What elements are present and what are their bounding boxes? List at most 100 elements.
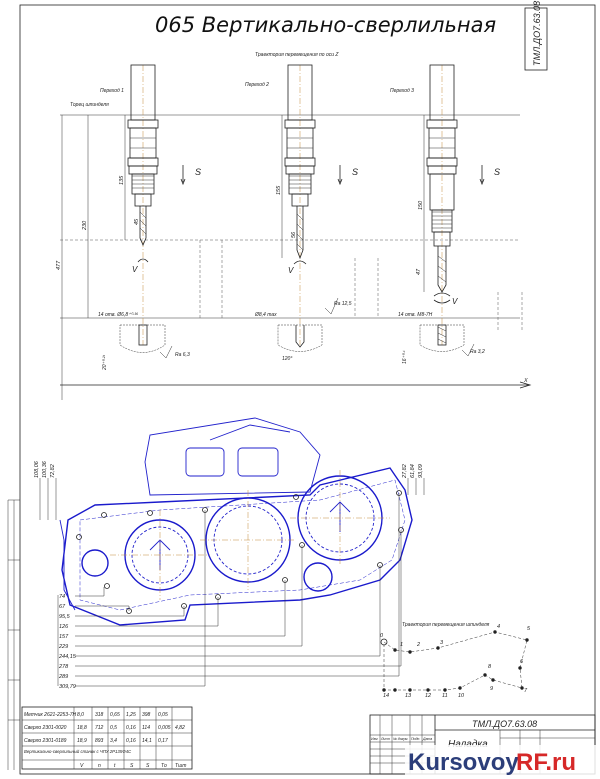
h-s: S [130, 763, 134, 769]
tp-11: 11 [442, 693, 448, 699]
row1-t: 0,65 [110, 712, 120, 718]
transition-1: Переход 1 135 45 S V 14 отв. Ø6,8⁺⁰·³⁶ R… [98, 64, 223, 371]
h-tsht: Тшт [175, 763, 186, 769]
tp-9: 9 [490, 686, 493, 692]
t2-dim-tool: 155 [276, 185, 282, 195]
stamp-row-3: Подп. [411, 737, 420, 741]
top-dim-left-2: 100,36 [42, 460, 48, 478]
mode-table: Метчик 2621-2253-7Н 8,0 318 0,65 1,25 39… [21, 706, 193, 770]
spindle-end-label: Торец шпинделя [70, 102, 109, 108]
row3-t: 3,4 [110, 738, 117, 744]
tp-7: 7 [524, 688, 528, 694]
watermark-brand: Kursovoy [408, 749, 519, 776]
t2-feed: S [352, 167, 358, 177]
row3-to: 0,17 [158, 738, 168, 744]
t3-dim-drill: 47 [416, 268, 422, 275]
row3-v: 18,9 [77, 738, 87, 744]
row3-s: 0,16 [126, 738, 136, 744]
t3-depth: 16⁺⁰·¹ [402, 350, 408, 364]
tp-10: 10 [458, 693, 465, 699]
spindle-trajectory-label: Траектория перемещения шпинделя [402, 622, 490, 628]
h-t: t [114, 763, 116, 769]
row1-to: 0,05 [158, 712, 168, 718]
h-n: n [98, 763, 101, 769]
row2-tool: Сверло 2301-0020 [24, 725, 67, 731]
axis-x-label: X [523, 378, 528, 384]
tp-0: 0 [380, 633, 384, 639]
stamp-code: ТМЛ.ДО7.63.08 [472, 719, 537, 729]
top-dim-right-3: 93,09 [418, 464, 424, 478]
stamp-row-2: № докум. [393, 737, 408, 741]
row2-v: 18,8 [77, 725, 87, 731]
transition-3-label: Переход 3 [390, 88, 414, 94]
tp-1: 1 [400, 642, 403, 648]
machine-name: Вертикально-сверлильный станок с ЧПУ 2Р1… [24, 749, 132, 754]
tp-2: 2 [416, 642, 420, 648]
row1-n: 318 [95, 712, 104, 718]
t1-dim-drill: 45 [134, 218, 140, 225]
t3-feed: S [494, 167, 500, 177]
row2-tsht: 4,82 [175, 725, 185, 731]
t1-feed: S [195, 167, 201, 177]
ydim-4: 157 [59, 634, 69, 640]
drawing-frame [19, 4, 596, 775]
watermark-suffix: RF.ru [516, 749, 576, 776]
spindle-trajectory: Траектория перемещения шпинделя 0 1 2 3 … [380, 622, 531, 699]
t1-roughness: Ra 6,3 [175, 352, 190, 358]
t3-dim-tool: 150 [418, 200, 424, 210]
ydim-0: 74 [59, 594, 65, 600]
tp-13: 13 [405, 693, 412, 699]
left-y-dims: 74 67 95,5 126 157 229 244,15 278 289 30… [57, 493, 402, 690]
row1-tool: Метчик 2621-2253-7Н [24, 712, 77, 718]
tp-3: 3 [440, 640, 444, 646]
row3-s2: 14,1 [142, 738, 152, 744]
workpiece-housing [59, 417, 413, 626]
tp-8: 8 [488, 664, 492, 670]
transition-1-label: Переход 1 [100, 88, 124, 94]
top-dim-right-1: 27,82 [402, 464, 408, 479]
t3-hole-note: 14 отв. М8-7Н [398, 312, 433, 318]
t2-speed: V [288, 266, 294, 275]
code-vertical: ТМЛ.ДО7.63.08 [532, 1, 542, 66]
tp-6: 6 [520, 659, 524, 665]
stamp-name: Наладка [448, 739, 488, 750]
dim-230: 230 [82, 220, 88, 231]
row2-t: 0,5 [110, 725, 117, 731]
row1-v: 8,0 [77, 712, 84, 718]
transition-2: Переход 2 155 56 S V Ø8,4 max Ra 12,5 12… [245, 64, 379, 362]
small-holes [76, 490, 404, 614]
row3-n: 893 [95, 738, 104, 744]
row1-s2: 398 [142, 712, 151, 718]
watermark: Kursovoy RF.ru [405, 745, 600, 776]
ydim-9: 309,79 [59, 684, 76, 690]
ydim-7: 278 [58, 664, 69, 670]
stamp-row-1: Лист [380, 737, 390, 741]
t2-hole-note: Ø8,4 max [254, 312, 277, 318]
top-dim-left-3: 72,82 [50, 464, 56, 478]
top-dim-right-2: 61,84 [410, 464, 416, 478]
ydim-3: 126 [59, 624, 69, 630]
t2-angle: 120° [282, 356, 292, 362]
tp-12: 12 [425, 693, 431, 699]
t1-speed: V [132, 265, 138, 274]
t1-depth: 20⁺⁰·²¹ [102, 354, 108, 371]
ydim-2: 95,5 [59, 614, 71, 620]
dim-477: 477 [56, 260, 62, 270]
page-title: 065 Вертикально-сверлильная [155, 13, 496, 37]
top-dims: 108,06 100,36 72,82 27,82 61,84 93,09 [34, 460, 425, 520]
ydim-6: 244,15 [58, 654, 77, 660]
t3-roughness: Ra 3,2 [470, 349, 485, 355]
t2-dim-drill: 56 [291, 231, 297, 238]
top-dim-left-1: 108,06 [34, 460, 40, 478]
ydim-5: 229 [58, 644, 68, 650]
tp-14: 14 [383, 693, 389, 699]
t1-hole-note: 14 отв. Ø6,8⁺⁰·³⁶ [98, 312, 138, 318]
row3-tool: Сверло 2301-0189 [24, 738, 67, 744]
ydim-1: 67 [59, 604, 66, 610]
stamp-row-4: Дата [422, 737, 432, 741]
t3-speed: V [452, 297, 458, 306]
row2-s: 0,16 [126, 725, 136, 731]
t2-roughness: Ra 12,5 [334, 301, 352, 307]
transition-2-label: Переход 2 [245, 82, 269, 88]
